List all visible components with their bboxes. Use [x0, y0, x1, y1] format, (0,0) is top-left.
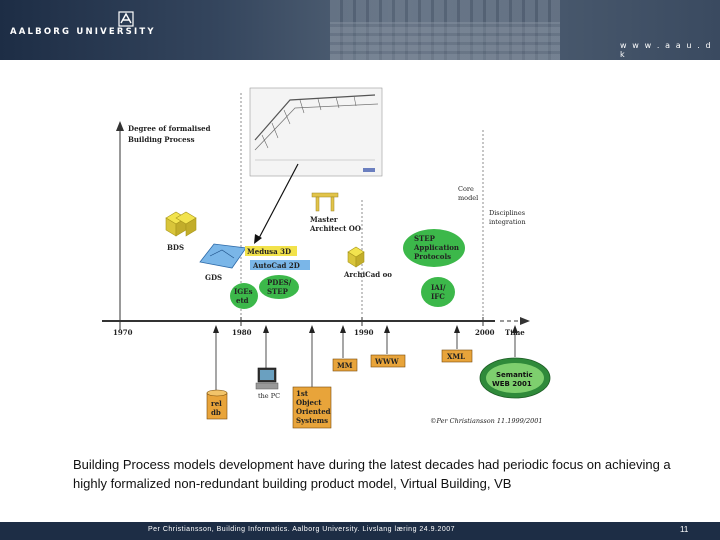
gds-label: GDS — [205, 273, 222, 282]
web-address: w w w . a a u . d k — [620, 41, 713, 59]
www-box — [370, 354, 406, 368]
xml-box — [441, 349, 473, 363]
building-photo — [330, 0, 560, 60]
year-1970: 1970 — [113, 328, 133, 337]
slide-caption: Building Process models development have… — [73, 457, 671, 491]
rel-db-label-2: db — [211, 408, 221, 417]
oo-label-2: Object — [296, 398, 322, 407]
header-banner: AALBORG UNIVERSITY w w w . a a u . d k — [0, 0, 720, 60]
www-label: WWW — [374, 357, 399, 366]
page-number: 11 — [680, 525, 689, 534]
master-architect-label-1: Master — [310, 215, 338, 224]
year-2000: 2000 — [475, 328, 495, 337]
autocad-label-box — [250, 260, 310, 270]
semantic-label-1: Semantic — [496, 371, 533, 379]
roof-structure-photo — [249, 87, 383, 177]
step-label-3: Protocols — [414, 252, 451, 261]
pc-label: the PC — [258, 392, 280, 400]
rel-db-label-1: rel — [211, 399, 222, 408]
x-axis-arrow-icon — [520, 317, 530, 325]
university-name: AALBORG UNIVERSITY — [10, 27, 156, 37]
year-1980: 1980 — [232, 328, 252, 337]
core-label-1: Core — [458, 185, 474, 193]
gds-drawing-icon — [199, 243, 247, 269]
archicad-label: ArchiCad oo — [343, 270, 392, 279]
mm-box — [332, 358, 358, 372]
process-timeline-diagram: Degree of formalised Building Process Ti… — [102, 87, 551, 429]
mm-label: MM — [337, 361, 353, 370]
disciplines-label-2: integration — [489, 218, 526, 226]
pdes-step-ellipse — [259, 275, 299, 299]
iai-label-1: IAI/ — [431, 283, 446, 292]
oo-label-3: Oriented — [296, 407, 331, 416]
bds-label: BDS — [167, 243, 184, 252]
semantic-label-2: WEB 2001 — [492, 380, 532, 388]
medusa-label: Medusa 3D — [247, 247, 291, 256]
year-1990: 1990 — [354, 328, 374, 337]
step-label-1: STEP — [414, 234, 436, 243]
core-label-2: model — [458, 194, 478, 202]
step-label-2: Application — [413, 243, 459, 252]
y-axis-label-2: Building Process — [128, 135, 195, 144]
footer-text: Per Christiansson, Building Informatics.… — [148, 526, 456, 533]
master-architect-table-icon — [311, 192, 339, 212]
footer-bar: Per Christiansson, Building Informatics.… — [0, 522, 720, 540]
iges-label-1: IGEs — [234, 287, 253, 296]
autocad-label: AutoCad 2D — [252, 261, 300, 270]
step-ap-ellipse — [403, 229, 465, 267]
semantic-web-inner — [486, 363, 544, 393]
pdes-label-2: STEP — [267, 287, 289, 296]
iai-label-2: IFC — [431, 292, 445, 301]
y-axis-arrow-icon — [116, 121, 124, 131]
photo-pointer-arrow-icon — [254, 234, 262, 244]
iges-ellipse — [230, 283, 258, 309]
medusa-label-box — [245, 246, 297, 256]
oo-label-4: Systems — [296, 416, 328, 425]
xml-label: XML — [447, 352, 465, 361]
iges-label-2: etd — [236, 296, 249, 305]
oo-label-1: 1st — [296, 389, 309, 398]
bds-blocks-icon — [165, 211, 197, 237]
pdes-label-1: PDES/ — [267, 278, 292, 287]
oo-systems-box — [292, 386, 332, 429]
copyright-note: ©Per Christiansson 11.1999/2001 — [430, 417, 542, 425]
master-architect-label-2: Architect OO — [309, 224, 361, 233]
database-cylinder-icon — [206, 389, 228, 420]
university-logo-icon — [118, 11, 134, 27]
archicad-blocks-icon — [347, 246, 365, 268]
y-axis-label-1: Degree of formalised — [128, 124, 211, 133]
iai-ifc-ellipse — [421, 277, 455, 307]
disciplines-label-1: Disciplines — [489, 209, 525, 217]
computer-icon — [255, 367, 279, 390]
building-photo-windows — [330, 22, 560, 60]
